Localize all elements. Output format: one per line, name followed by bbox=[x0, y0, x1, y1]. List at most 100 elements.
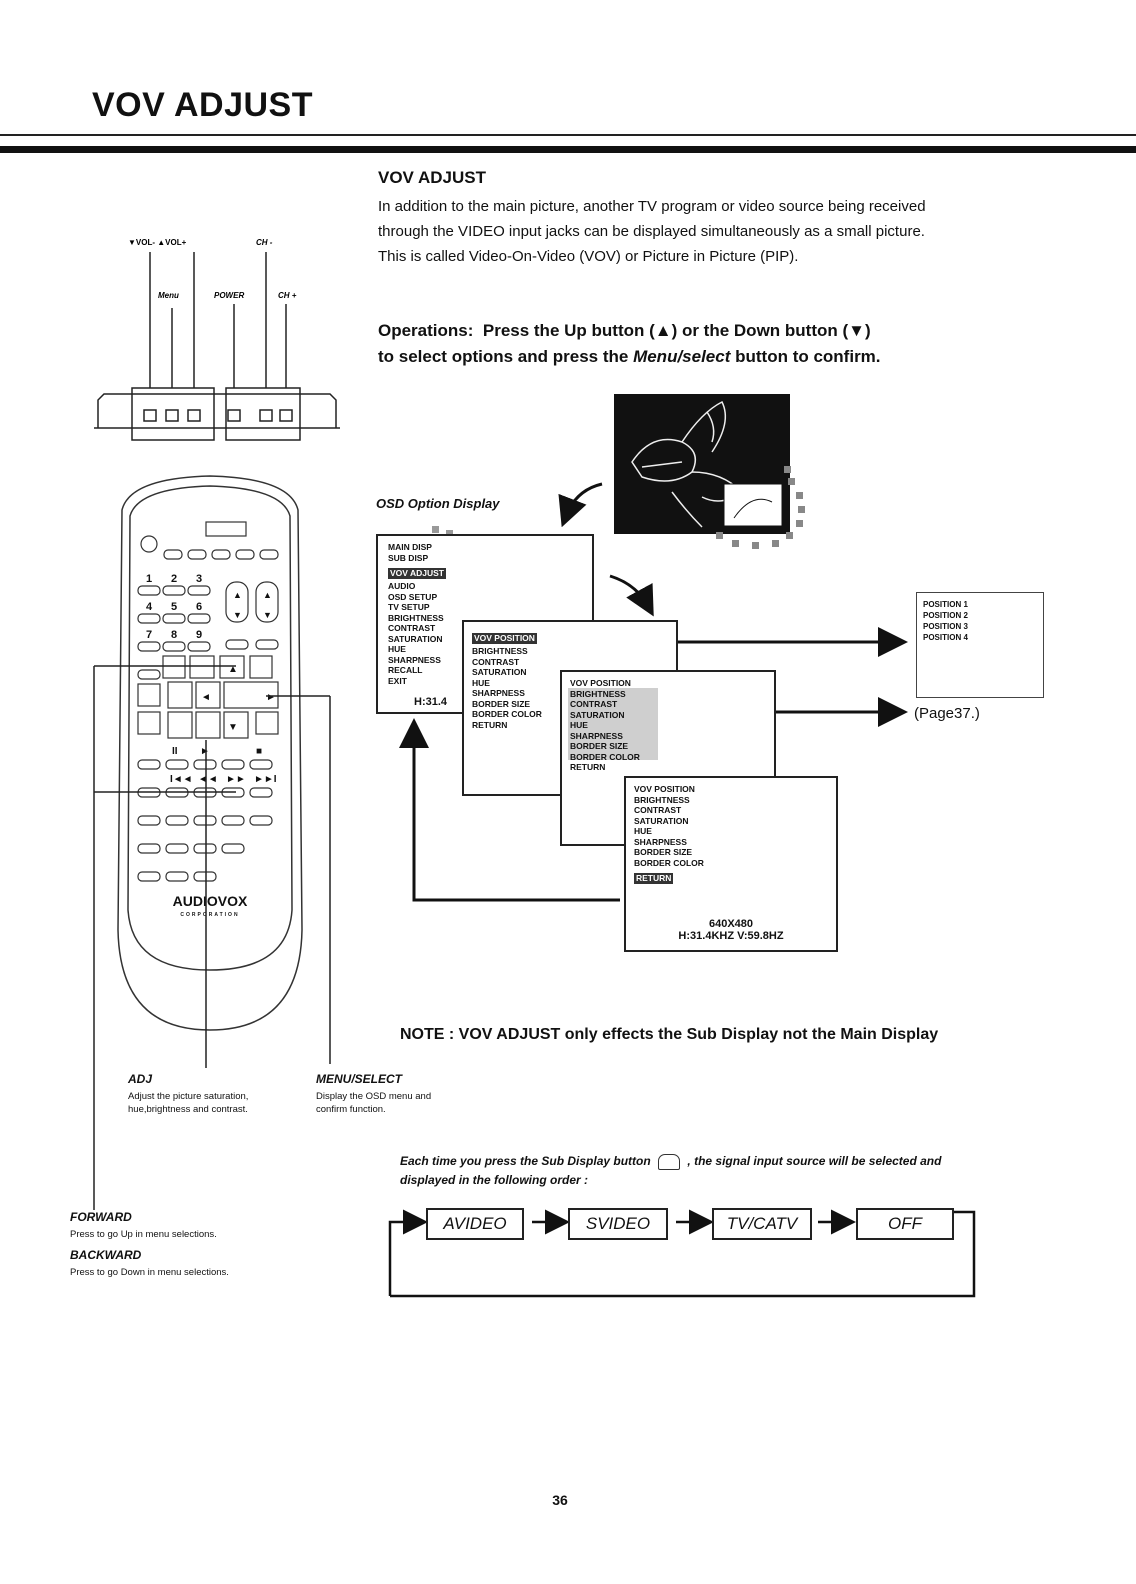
vov2-item: BORDER SIZE bbox=[570, 741, 629, 751]
main-menu-item: BRIGHTNESS bbox=[388, 612, 444, 623]
vol-label: ▼VOL- ▲VOL+ bbox=[128, 238, 187, 247]
operations-label: Operations: bbox=[378, 321, 474, 340]
main-menu-item: CONTRAST bbox=[388, 623, 436, 633]
forward-description: Press to go Up in menu selections. bbox=[70, 1229, 217, 1240]
menu-desc-line-1: Display the OSD menu and bbox=[316, 1091, 432, 1102]
sequence-item-tv-catv: TV/CATV bbox=[712, 1208, 812, 1240]
vov3-item: VOV POSITION bbox=[634, 784, 695, 794]
vov3-item: BORDER COLOR bbox=[634, 857, 704, 868]
backward-description: Press to go Down in menu selections. bbox=[70, 1267, 229, 1278]
operations-line-1: Press the Up button (▲) or the Down butt… bbox=[482, 321, 871, 340]
svg-text:■: ■ bbox=[256, 746, 262, 757]
backward-title: BACKWARD bbox=[70, 1248, 142, 1262]
svg-text:II: II bbox=[172, 746, 178, 757]
svg-text:▲: ▲ bbox=[228, 664, 238, 675]
svg-text:►: ► bbox=[200, 746, 210, 757]
intro-line-1: In addition to the main picture, another… bbox=[378, 198, 926, 215]
svg-text:▲: ▲ bbox=[263, 590, 272, 600]
key-1: 1 bbox=[146, 573, 152, 585]
main-menu-item: SHARPNESS bbox=[388, 654, 441, 665]
adj-description: Adjust the picture saturation, hue,brigh… bbox=[128, 1090, 248, 1116]
vov2-item: BRIGHTNESS bbox=[570, 688, 626, 699]
vov1-item-selected: VOV POSITION bbox=[472, 633, 537, 644]
operations-line-2-pre: to select options and press the bbox=[378, 347, 629, 366]
tv-front-panel-diagram: ▼VOL- ▲VOL+ CH - Menu POWER CH + bbox=[94, 238, 340, 441]
position-item: POSITION 3 bbox=[923, 622, 968, 631]
page-number: 36 bbox=[552, 1492, 568, 1508]
adj-desc-line-1: Adjust the picture saturation, bbox=[128, 1091, 249, 1102]
vov3-item: HUE bbox=[634, 826, 652, 836]
vov2-item: BORDER COLOR bbox=[570, 751, 640, 762]
intro-paragraph: In addition to the main picture, another… bbox=[378, 194, 1058, 269]
vov2-highlight-block bbox=[568, 688, 658, 760]
sequence-text-post: , the signal input source will be select… bbox=[687, 1154, 942, 1168]
svg-text:◄◄: ◄◄ bbox=[198, 774, 218, 785]
section-heading: VOV ADJUST bbox=[378, 168, 487, 187]
menu-select-title: MENU/SELECT bbox=[316, 1072, 403, 1086]
svg-text:▼: ▼ bbox=[233, 610, 242, 620]
note-text: NOTE : VOV ADJUST only effects the Sub D… bbox=[400, 1026, 939, 1043]
vov3-item-selected: RETURN bbox=[634, 873, 674, 884]
menu-select-description: Display the OSD menu and confirm functio… bbox=[316, 1090, 431, 1116]
vov1-item: SATURATION bbox=[472, 667, 527, 677]
resolution-line-2: H:31.4KHZ V:59.8HZ bbox=[678, 930, 784, 942]
key-6: 6 bbox=[196, 601, 202, 613]
sequence-text-pre: Each time you press the Sub Display butt… bbox=[400, 1154, 651, 1168]
svg-text:►►: ►► bbox=[226, 774, 246, 785]
main-menu-item: AUDIO bbox=[388, 581, 416, 591]
position-item: POSITION 4 bbox=[923, 633, 968, 642]
main-menu-item-selected: VOV ADJUST bbox=[388, 568, 447, 579]
key-2: 2 bbox=[171, 573, 177, 585]
vov1-item: BORDER COLOR bbox=[472, 709, 542, 719]
vov-position-options: POSITION 1 POSITION 2 POSITION 3 POSITIO… bbox=[916, 592, 1044, 698]
adj-title: ADJ bbox=[128, 1072, 153, 1086]
operations-line-2-post: button to confirm. bbox=[735, 347, 881, 366]
intro-line-2: through the VIDEO input jacks can be dis… bbox=[378, 223, 925, 240]
svg-text:◄: ◄ bbox=[201, 692, 211, 703]
main-menu-item: EXIT bbox=[388, 675, 407, 686]
header-rule-thick bbox=[0, 146, 1136, 153]
osd-caption: OSD Option Display bbox=[376, 496, 500, 511]
pip-screen-illustration bbox=[614, 394, 805, 549]
position-item: POSITION 1 bbox=[923, 600, 968, 609]
page-title: VOV ADJUST bbox=[92, 86, 314, 124]
main-menu-item: OSD SETUP bbox=[388, 591, 438, 602]
menu-label: Menu bbox=[158, 291, 179, 300]
remote-brand: AUDIOVOX bbox=[173, 893, 248, 909]
key-4: 4 bbox=[146, 601, 153, 613]
svg-text:▼: ▼ bbox=[228, 722, 238, 733]
key-5: 5 bbox=[171, 601, 177, 613]
key-7: 7 bbox=[146, 629, 152, 641]
osd-vov-menu-3: VOV POSITION BRIGHTNESS CONTRAST SATURAT… bbox=[624, 776, 838, 952]
svg-text:I◄◄: I◄◄ bbox=[170, 774, 193, 785]
vov3-item: BRIGHTNESS bbox=[634, 794, 690, 805]
position-item: POSITION 2 bbox=[923, 611, 968, 620]
sequence-explanation: Each time you press the Sub Display butt… bbox=[400, 1152, 1040, 1190]
remote-control-diagram: 1 2 3 4 5 6 7 8 9 0 ▲▼▲▼ ▲◄►▼ bbox=[93, 475, 331, 1210]
sub-display-button-icon bbox=[658, 1153, 681, 1170]
header-rule-thin bbox=[0, 134, 1136, 136]
vov1-item: BRIGHTNESS bbox=[472, 646, 528, 656]
sequence-item-svideo: SVIDEO bbox=[568, 1208, 668, 1240]
main-menu-item: HUE bbox=[388, 644, 406, 654]
vov2-item: SHARPNESS bbox=[570, 730, 623, 741]
main-menu-item: SUB DISP bbox=[388, 552, 429, 563]
operations-instructions: Operations: Press the Up button (▲) or t… bbox=[378, 318, 1068, 370]
svg-text:►►I: ►►I bbox=[254, 774, 277, 785]
vov1-item: HUE bbox=[472, 677, 490, 688]
adj-desc-line-2: hue,brightness and contrast. bbox=[128, 1104, 248, 1115]
vov1-item: CONTRAST bbox=[472, 656, 520, 667]
vov3-item: CONTRAST bbox=[634, 805, 682, 815]
ch-plus-label: CH + bbox=[278, 291, 297, 300]
svg-text:▲: ▲ bbox=[233, 590, 242, 600]
key-3: 3 bbox=[196, 573, 202, 585]
main-menu-footer: H:31.4 bbox=[414, 696, 448, 708]
sequence-item-avideo: AVIDEO bbox=[426, 1208, 524, 1240]
vov2-item: SATURATION bbox=[570, 709, 625, 720]
sequence-flow-lines bbox=[388, 1209, 976, 1298]
operations-line-2-em: Menu/select bbox=[633, 347, 731, 366]
vov3-item: BORDER SIZE bbox=[634, 847, 693, 857]
vov1-item: BORDER SIZE bbox=[472, 698, 531, 709]
vov3-item: SATURATION bbox=[634, 815, 689, 826]
vov2-item: VOV POSITION bbox=[570, 678, 631, 688]
